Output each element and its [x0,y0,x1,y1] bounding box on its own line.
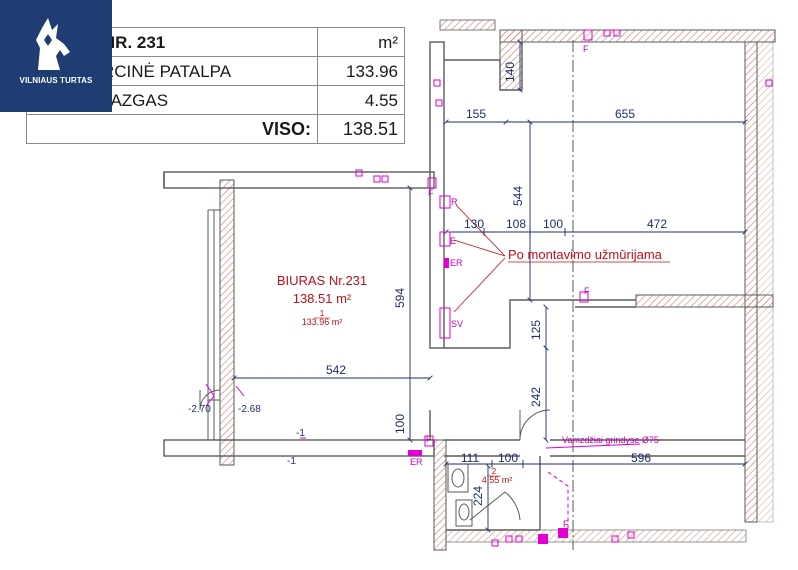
level-marks: -2.70 -2.68 -1 -1 [188,404,305,467]
pipe-note: Vamzdžiai grindyse Ø75 [562,435,659,445]
level-label: -1 [296,428,305,439]
utility-lines [205,29,773,547]
window [207,209,220,440]
room-number: 1 [320,309,325,318]
level-label: -2.70 [188,404,211,415]
room-row-value: 4.55 [317,85,405,115]
equipment-tag: ER [410,457,423,467]
equipment-tag: F [426,434,432,444]
annotation-leaders [453,204,670,313]
equipment-tag: E [450,236,456,246]
room-subarea: 4.55 m² [482,475,513,485]
dimension-labels: 140 155 655 544 130 108 100 472 594 542 … [326,62,667,506]
room-name: BIURAS Nr.231 [277,273,367,288]
total-value: 138.51 [317,114,405,144]
dim-label: 655 [615,107,635,121]
equipment-tag: F [583,44,589,54]
unit-header: m² [317,27,405,57]
dim-label: 594 [393,288,407,308]
sanitary-fixtures [447,463,473,527]
equipment-tag: R [451,197,458,207]
dim-label: 472 [647,217,667,231]
dim-label: 596 [631,451,651,465]
level-label: -2.68 [238,404,261,415]
dim-label: 542 [326,363,346,377]
equipment-tag: F [584,286,590,296]
room-area: 138.51 m² [293,291,352,306]
table-row: VISO: 138.51 [26,114,405,144]
dim-label: 224 [471,486,485,506]
room-subarea: 133.96 m² [302,317,343,327]
room-labels: BIURAS Nr.231 138.51 m² 1 133.96 m² 2 4.… [277,273,512,485]
equipment-tag: ER [450,258,463,268]
outlets [408,258,568,544]
level-label: -1 [287,456,296,467]
dim-label: 130 [464,217,484,231]
lion-icon [36,18,70,70]
brand-name: VILNIAUS TURTAS [19,76,93,85]
total-label: VISO: [26,114,318,144]
equipment-tags: R E ER SV ER F F F F F [410,44,590,529]
dimension-lines [234,42,745,530]
equipment-tag: F [563,519,569,529]
equipment-tag: F [428,188,434,198]
dim-label: 100 [498,451,518,465]
dim-label: 140 [503,62,517,82]
equipment-tag: SV [451,319,463,329]
dim-label: 100 [393,414,407,434]
dim-label: 155 [466,107,486,121]
dim-label: 108 [506,217,526,231]
hatched-walls [219,19,776,551]
dim-label: 242 [529,387,543,407]
room-number: 2 [492,467,497,476]
dim-label: 111 [461,451,480,465]
dim-label: 100 [543,217,563,231]
room-row-value: 133.96 [317,56,405,86]
dim-label: 125 [529,320,543,340]
dim-label: 544 [511,186,525,206]
vilniaus-turtas-logo: VILNIAUS TURTAS [0,0,112,112]
wall-note: Po montavimo užmūrijama [508,247,663,262]
